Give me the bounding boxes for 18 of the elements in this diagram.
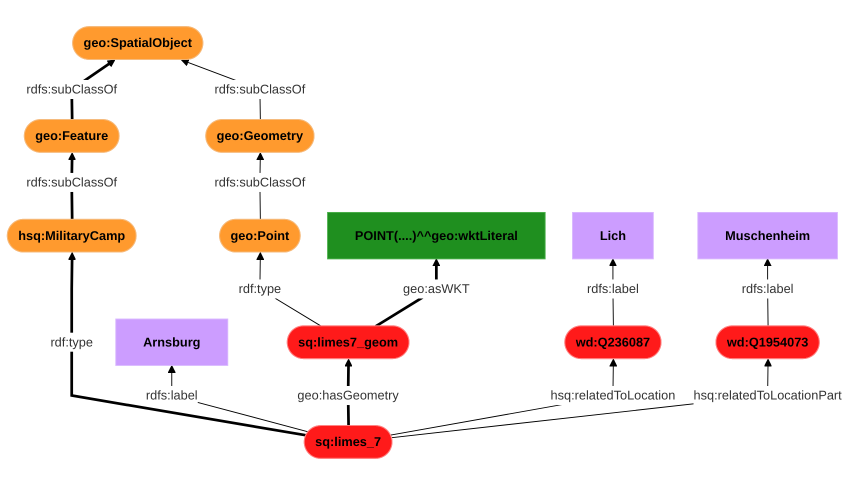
edge-label: rdfs:subClassOf — [214, 82, 306, 96]
edge-label: rdfs:subClassOf — [214, 174, 306, 190]
edge-label: hsq:relatedToLocationPart — [694, 388, 842, 402]
node-box: Muschenheim — [697, 212, 838, 260]
edge-label: rdfs:subClassOf — [26, 82, 118, 96]
node-box: POINT(....)^^geo:wktLiteral — [327, 212, 546, 260]
edge-label: rdfs:subClassOf — [26, 174, 118, 190]
edge-label: geo:hasGeometry — [297, 388, 399, 402]
edge-label: rdfs:label — [146, 388, 198, 402]
node-box: Lich — [572, 212, 654, 260]
edge-label: rdfs:label — [742, 281, 794, 296]
edge-label: hsq:relatedToLocation — [550, 388, 676, 402]
edge-label: geo:asWKT — [403, 281, 470, 296]
edge-label: rdf:type — [238, 281, 282, 296]
arrow — [68, 252, 307, 437]
edge-label: rdf:type — [50, 334, 93, 350]
node-box: Arnsburg — [115, 318, 228, 366]
edge-label: rdfs:label — [587, 281, 639, 296]
